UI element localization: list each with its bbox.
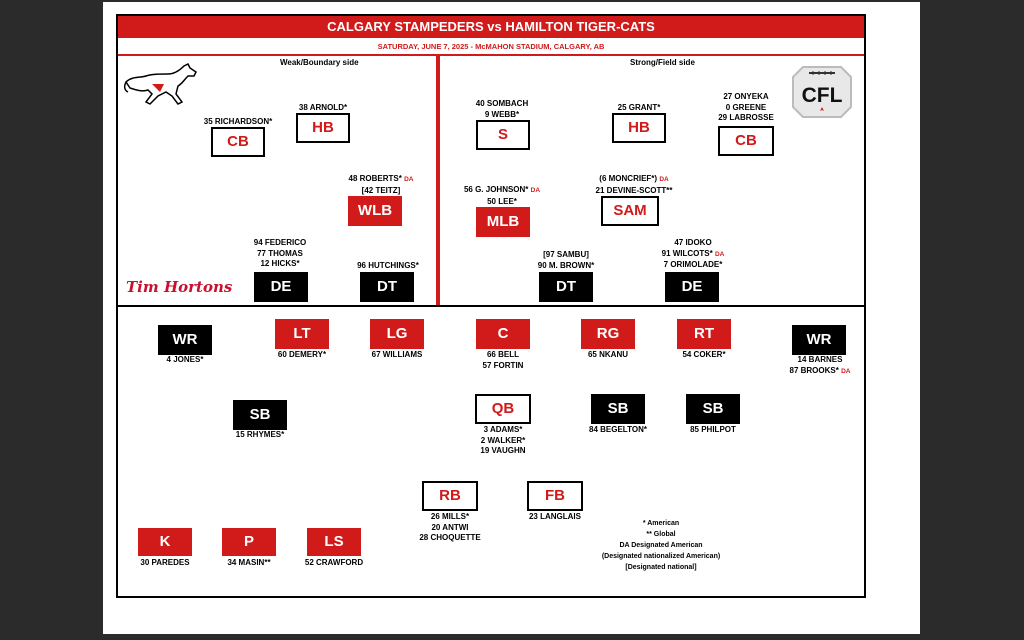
wr-right-box: WR [792, 325, 846, 355]
cfl-logo: CFL [792, 66, 852, 118]
page-title: CALGARY STAMPEDERS vs HAMILTON TIGER-CAT… [118, 16, 864, 38]
safety-names: 40 SOMBACH 9 WEBB* [475, 99, 529, 119]
strong-side-label: Strong/Field side [630, 58, 695, 67]
rg-names: 65 NKANU [587, 350, 628, 359]
rg-box: RG [581, 319, 635, 349]
sb-mid-names: 84 BEGELTON* [589, 425, 647, 434]
p-names: 34 MASIN** [227, 558, 271, 567]
k-box: K [138, 528, 192, 556]
game-info: SATURDAY, JUNE 7, 2025 - McMAHON STADIUM… [377, 42, 605, 51]
cb-right-box: CB [718, 126, 774, 156]
cb-left-names: 35 RICHARDSON* [203, 117, 273, 126]
hb-left-box: HB [296, 113, 350, 143]
side-divider [436, 56, 440, 305]
wr-right-names: 14 BARNES 87 BROOKS* DA [789, 355, 851, 375]
dt-left-box: DT [360, 272, 414, 302]
mlb-box: MLB [476, 207, 530, 237]
lg-names: 67 WILLIAMS [371, 350, 423, 359]
tim-hortons-logo: Tim Hortons [126, 278, 232, 296]
rt-box: RT [677, 319, 731, 349]
header-divider [118, 54, 864, 56]
cfl-logo-text: CFL [802, 84, 843, 107]
hb-right-box: HB [612, 113, 666, 143]
de-right-names: 47 IDOKO 91 WILCOTS* DA 7 ORIMOLADE* [661, 238, 725, 269]
fb-names: 23 LANGLAIS [528, 512, 581, 521]
sb-right-box: SB [686, 394, 740, 424]
de-left-names: 94 FEDERICO 77 THOMAS 12 HICKS* [253, 238, 307, 268]
legend: * American ** Global DA Designated Ameri… [601, 520, 721, 571]
wlb-box: WLB [348, 196, 402, 226]
p-box: P [222, 528, 276, 556]
sb-left-box: SB [233, 400, 287, 430]
sb-left-names: 15 RHYMES* [235, 430, 285, 439]
hb-left-names: 38 ARNOLD* [298, 103, 348, 112]
ls-box: LS [307, 528, 361, 556]
dt-right-names: [97 SAMBU] 90 M. BROWN* [537, 250, 595, 270]
sponsor-name: Tim Hortons [126, 278, 233, 296]
cb-left-box: CB [211, 127, 265, 157]
rb-box: RB [422, 481, 478, 511]
ls-names: 52 CRAWFORD [304, 558, 364, 567]
c-names: 66 BELL 57 FORTIN [482, 350, 524, 370]
mlb-names: 56 G. JOHNSON* DA 50 LEE* [463, 185, 541, 206]
sam-box: SAM [601, 196, 659, 226]
sam-names: (6 MONCRIEF*) DA 21 DEVINE-SCOTT** [595, 174, 673, 195]
wlb-names: 48 ROBERTS* DA [42 TEITZ] [348, 174, 414, 195]
sb-right-names: 85 PHILPOT [690, 425, 736, 434]
hb-right-names: 25 GRANT* [617, 103, 661, 112]
cb-right-names: 27 ONYEKA 0 GREENE 29 LABROSSE [718, 92, 774, 122]
sb-mid-box: SB [591, 394, 645, 424]
lg-box: LG [370, 319, 424, 349]
qb-box: QB [475, 394, 531, 424]
dt-left-names: 96 HUTCHINGS* [357, 261, 419, 270]
rt-names: 54 COKER* [682, 350, 726, 359]
wr-left-box: WR [158, 325, 212, 355]
k-names: 30 PAREDES [140, 558, 190, 567]
qb-names: 3 ADAMS* 2 WALKER* 19 VAUGHN [480, 425, 526, 455]
lt-box: LT [275, 319, 329, 349]
stampeders-horse-logo [123, 62, 197, 105]
dt-right-box: DT [539, 272, 593, 302]
fb-box: FB [527, 481, 583, 511]
weak-side-label: Weak/Boundary side [280, 58, 359, 67]
safety-box: S [476, 120, 530, 150]
de-right-box: DE [665, 272, 719, 302]
c-box: C [476, 319, 530, 349]
wr-left-names: 4 JONES* [166, 355, 204, 364]
line-of-scrimmage [118, 305, 864, 307]
depth-chart-sheet: CALGARY STAMPEDERS vs HAMILTON TIGER-CAT… [116, 14, 866, 598]
de-left-box: DE [254, 272, 308, 302]
lt-names: 60 DEMERY* [277, 350, 327, 359]
rb-names: 26 MILLS* 20 ANTWI 28 CHOQUETTE [419, 512, 481, 542]
